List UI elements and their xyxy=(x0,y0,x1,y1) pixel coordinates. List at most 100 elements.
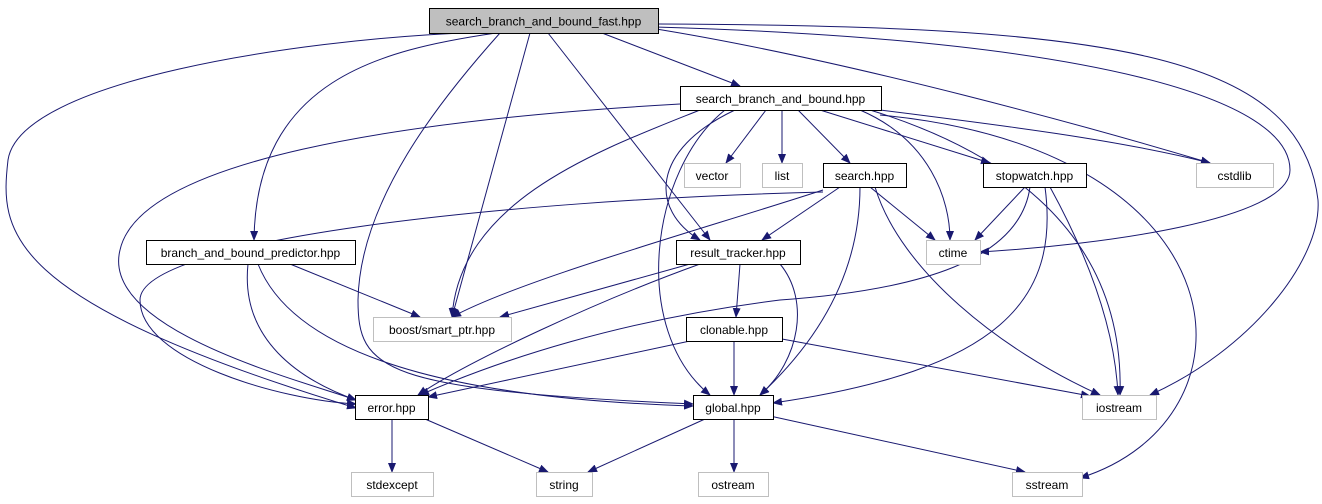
node-box xyxy=(1196,163,1274,188)
dependency-arrow xyxy=(654,26,1291,256)
dependency-arrow xyxy=(547,32,711,241)
dependency-arrow xyxy=(357,32,694,408)
node-label: list xyxy=(775,169,790,183)
node-stdexcept: stdexcept xyxy=(351,472,434,497)
edge-sbb-to-stopwatch xyxy=(819,109,991,165)
edge-rt-to-global xyxy=(759,263,798,396)
node-rt[interactable]: result_tracker.hpp xyxy=(676,240,801,265)
dependency-arrow xyxy=(769,415,1026,474)
edge-bbp-to-smartptr xyxy=(289,263,421,318)
node-sbbf[interactable]: search_branch_and_bound_fast.hpp xyxy=(429,8,659,34)
node-label: branch_and_bound_predictor.hpp xyxy=(161,246,341,260)
dependency-arrow xyxy=(139,191,824,408)
node-box xyxy=(1082,395,1157,420)
dependency-arrow xyxy=(5,32,463,410)
edge-rt-to-smartptr xyxy=(499,263,691,319)
node-label: cstdlib xyxy=(1217,169,1251,183)
node-list: list xyxy=(762,163,803,188)
node-box xyxy=(983,163,1087,188)
node-label: clonable.hpp xyxy=(700,323,768,337)
edge-sbbf-to-rt xyxy=(547,32,711,241)
node-label: result_tracker.hpp xyxy=(690,246,786,260)
node-box xyxy=(926,240,981,265)
edge-clonable-to-iostream xyxy=(781,338,1091,399)
dependency-arrow xyxy=(725,109,767,164)
node-clonable[interactable]: clonable.hpp xyxy=(686,317,783,342)
edge-sbb-to-error xyxy=(118,103,681,401)
dependency-arrow xyxy=(772,186,1048,406)
edge-stopwatch-to-ctime xyxy=(974,186,1026,241)
node-label: stdexcept xyxy=(366,478,418,492)
dependency-arrow xyxy=(869,186,936,241)
node-box xyxy=(355,395,429,420)
node-ctime: ctime xyxy=(926,240,981,265)
edge-search-to-error xyxy=(139,191,824,408)
edge-search-to-smartptr xyxy=(451,189,824,318)
node-sbb[interactable]: search_branch_and_bound.hpp xyxy=(680,86,882,111)
node-box xyxy=(680,86,882,111)
node-box xyxy=(676,240,801,265)
node-label: search.hpp xyxy=(835,169,895,183)
edge-global-to-sstream xyxy=(769,415,1026,474)
dependency-arrow xyxy=(649,27,1211,165)
dependency-arrow xyxy=(761,186,841,241)
dependency-arrow xyxy=(419,186,1031,396)
edge-error-to-string xyxy=(424,418,549,473)
node-box xyxy=(693,395,774,420)
dependency-arrow xyxy=(451,189,824,318)
node-box xyxy=(536,472,593,497)
dependency-arrow xyxy=(417,263,701,396)
dependency-arrow xyxy=(859,109,954,241)
edge-stopwatch-to-iostream xyxy=(1049,186,1122,396)
dependency-arrow xyxy=(874,186,1101,396)
node-box xyxy=(351,472,434,497)
edge-rt-to-error xyxy=(417,263,701,396)
dependency-arrow xyxy=(869,109,1125,396)
node-search[interactable]: search.hpp xyxy=(823,163,907,188)
node-box xyxy=(686,317,783,342)
node-label: ctime xyxy=(939,246,968,260)
node-error[interactable]: error.hpp xyxy=(355,395,429,420)
node-label: vector xyxy=(696,169,729,183)
node-stopwatch[interactable]: stopwatch.hpp xyxy=(983,163,1087,188)
edge-sbb-to-search xyxy=(797,109,851,164)
edge-sbb-to-rt xyxy=(665,109,736,241)
edge-sbb-to-smartptr xyxy=(448,109,701,318)
dependency-arrow xyxy=(424,418,549,473)
edge-sbbf-to-global xyxy=(357,32,694,408)
edge-search-to-global xyxy=(759,186,861,396)
node-smartptr: boost/smart_ptr.hpp xyxy=(373,317,512,342)
dependency-arrow xyxy=(118,103,681,401)
node-cstdlib: cstdlib xyxy=(1196,163,1274,188)
dependency-arrow xyxy=(427,340,691,400)
node-label: stopwatch.hpp xyxy=(996,169,1074,183)
node-box xyxy=(373,317,512,342)
edge-bbp-to-error xyxy=(246,263,357,401)
node-label: string xyxy=(549,478,578,492)
dependency-arrow xyxy=(658,109,726,396)
node-label: ostream xyxy=(711,478,754,492)
dependency-arrow xyxy=(665,109,736,241)
dependency-arrow xyxy=(879,114,1197,480)
node-label: error.hpp xyxy=(367,401,415,415)
node-bbp[interactable]: branch_and_bound_predictor.hpp xyxy=(146,240,356,265)
edge-stopwatch-to-global xyxy=(772,186,1048,406)
edge-sbb-to-sstream xyxy=(879,114,1197,480)
node-ostream: ostream xyxy=(698,472,769,497)
dependency-arrow xyxy=(448,109,701,318)
dependency-arrow xyxy=(879,109,1211,165)
dependency-arrow xyxy=(657,23,1319,396)
node-label: boost/smart_ptr.hpp xyxy=(389,323,495,337)
node-label: global.hpp xyxy=(705,401,761,415)
edge-sbbf-to-ctime xyxy=(654,26,1291,256)
node-label: search_branch_and_bound_fast.hpp xyxy=(446,15,642,29)
edge-sbbf-to-smartptr xyxy=(450,32,531,318)
node-global[interactable]: global.hpp xyxy=(693,395,774,420)
edge-search-to-rt xyxy=(761,186,841,241)
edge-rt-to-clonable xyxy=(732,263,741,318)
edge-sbb-to-cstdlib xyxy=(879,109,1211,165)
edge-clonable-to-error xyxy=(427,340,691,400)
edge-stopwatch-to-error xyxy=(419,186,1031,396)
dependency-arrow xyxy=(246,263,357,401)
